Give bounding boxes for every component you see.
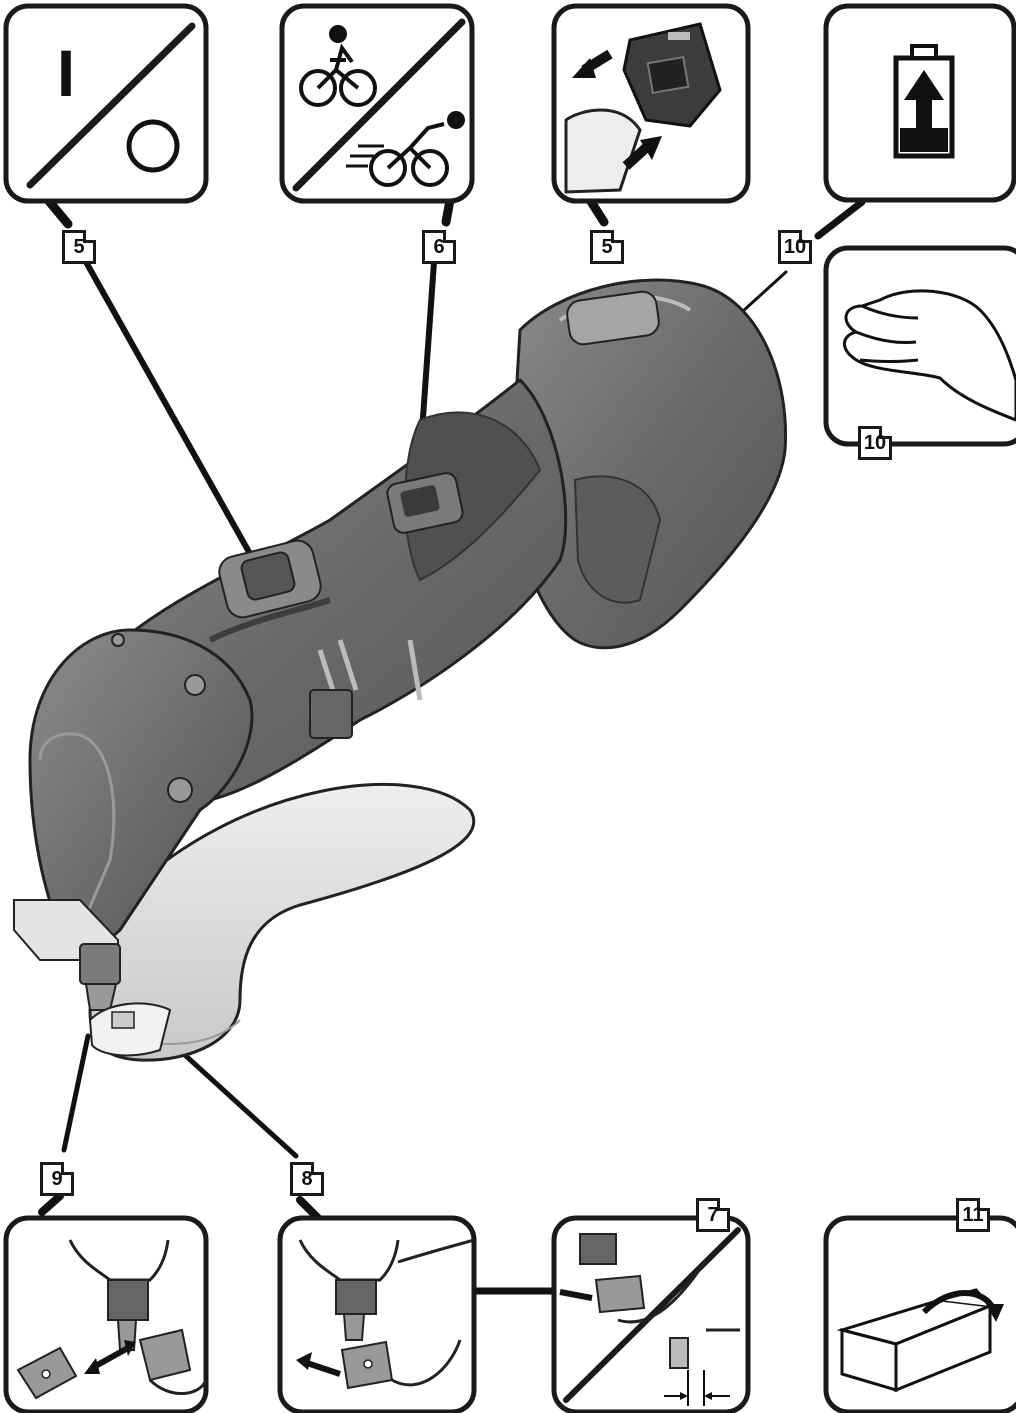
ref-tag-packaging: 11 — [956, 1198, 990, 1232]
speed-panel — [279, 3, 475, 204]
battery-insert-panel — [551, 3, 751, 204]
battery-pack-icon — [622, 22, 722, 128]
charge-panel — [823, 3, 1016, 203]
battery-charge-icon — [893, 44, 955, 159]
cutter-replace-panel — [3, 1215, 209, 1413]
ref-tag-gap-adjust: 7 — [696, 1198, 730, 1232]
slow-bicycle-icon — [299, 25, 377, 107]
open-box-icon — [836, 1288, 992, 1393]
ref-tag-speed: 6 — [422, 230, 456, 264]
ref-tag-cutter-adjust: 8 — [290, 1162, 324, 1196]
packaging-panel — [823, 1215, 1016, 1413]
ref-tag-hand: 10 — [858, 426, 892, 460]
fast-bicycle-icon — [346, 111, 465, 187]
ref-tag-switch: 5 — [62, 230, 96, 264]
off-symbol-icon — [126, 119, 180, 173]
ref-tag-battery-insert: 5 — [590, 230, 624, 264]
leader-lines — [38, 195, 866, 1295]
hand-icon — [843, 289, 1016, 422]
adjust-arrow-icon — [303, 1359, 341, 1377]
gap-adjust-panel — [551, 1215, 751, 1413]
switch-panel: I — [3, 3, 209, 204]
ref-tag-charge: 10 — [778, 230, 812, 264]
hand-panel — [823, 245, 1016, 447]
metal-shear-tool — [13, 278, 788, 1062]
cutter-adjust-panel — [277, 1215, 477, 1413]
ref-tag-cutter-replace: 9 — [40, 1162, 74, 1196]
insert-arrow-icon — [622, 142, 652, 170]
on-symbol: I — [57, 36, 75, 110]
